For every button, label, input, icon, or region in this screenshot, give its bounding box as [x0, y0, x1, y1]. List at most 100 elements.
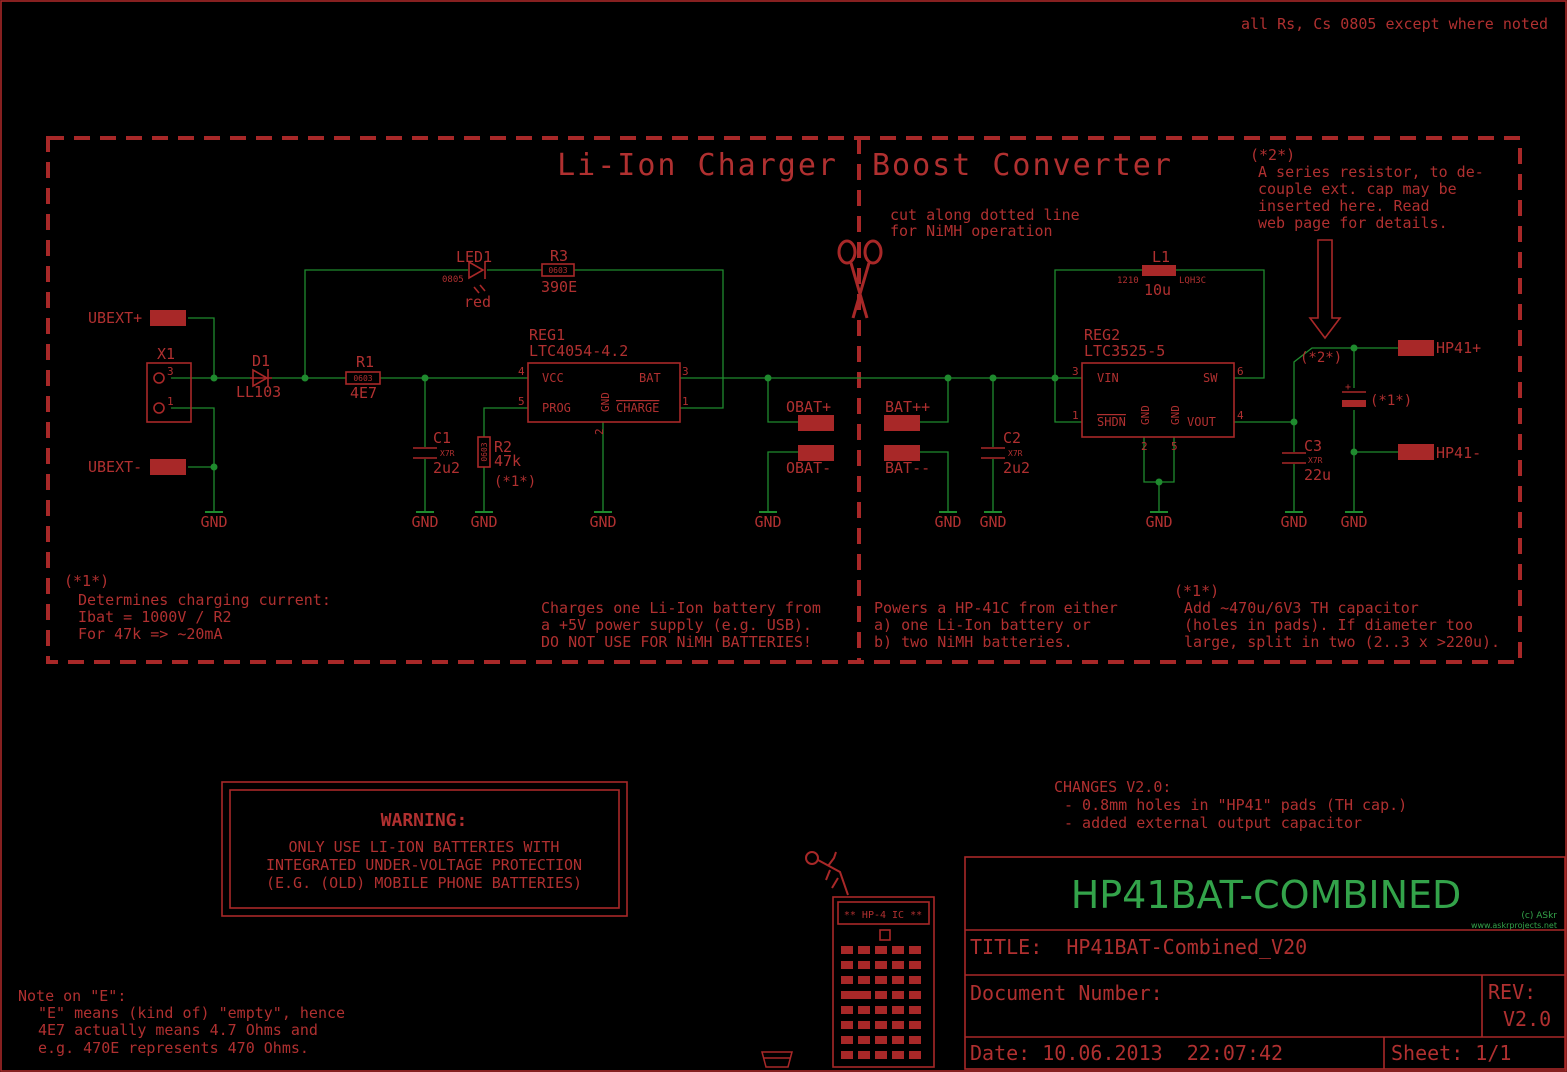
svg-text:e.g. 470E represents 470 Ohms.: e.g. 470E represents 470 Ohms. [38, 1039, 309, 1057]
calculator-key [892, 1036, 904, 1044]
bucket-icon [761, 1051, 793, 1068]
gnd-symbol: GND [200, 511, 228, 531]
calculator-key [858, 961, 870, 969]
svg-text:L1: L1 [1152, 248, 1170, 266]
calculator-key [875, 1036, 887, 1044]
calculator-key [858, 1051, 870, 1059]
calculator-key [892, 976, 904, 984]
svg-text:0805: 0805 [442, 275, 464, 285]
svg-text:LTC4054-4.2: LTC4054-4.2 [529, 342, 628, 360]
svg-text:C2: C2 [1003, 429, 1021, 447]
svg-text:VIN: VIN [1097, 371, 1119, 385]
svg-text:LED1: LED1 [456, 248, 492, 266]
date-field: Date: 10.06.2013 22:07:42 [970, 1041, 1283, 1065]
svg-text:INTEGRATED UNDER-VOLTAGE PROTE: INTEGRATED UNDER-VOLTAGE PROTECTION [266, 856, 582, 874]
series-note-ref: (*2*) [1250, 146, 1295, 164]
boost-title: Boost Converter [872, 148, 1173, 183]
svg-text:3: 3 [167, 365, 174, 378]
svg-text:LTC3525-5: LTC3525-5 [1084, 342, 1165, 360]
svg-text:Powers a HP-41C from either: Powers a HP-41C from either [874, 599, 1118, 617]
svg-text:1: 1 [167, 395, 174, 408]
svg-text:X7R: X7R [1008, 449, 1023, 458]
connector-x1: X1 3 1 [146, 345, 192, 423]
pad-obat-minus [798, 445, 834, 461]
calculator-key [875, 946, 887, 954]
svg-text:1: 1 [1072, 409, 1079, 422]
svg-text:VOUT: VOUT [1187, 415, 1216, 429]
svg-text:0603: 0603 [480, 442, 489, 461]
svg-text:2u2: 2u2 [433, 459, 460, 477]
calculator-key [875, 991, 887, 999]
inductor-l1: L1 1210 LQH3C 10u [1117, 248, 1206, 299]
arrow-down-icon [1308, 239, 1342, 340]
svg-text:Add ~470u/6V3 TH capacitor: Add ~470u/6V3 TH capacitor [1184, 599, 1419, 617]
calculator-key [841, 1021, 853, 1029]
calculator-key [841, 946, 853, 954]
project-name: HP41BAT-COMBINED [1071, 873, 1462, 917]
calculator-key [841, 991, 871, 999]
svg-text:CHARGE: CHARGE [616, 401, 659, 415]
svg-text:X1: X1 [157, 345, 175, 363]
calculator-key [841, 976, 853, 984]
ic-reg1: REG1 LTC4054-4.2 VCC PROG BAT CHARGE GND… [518, 326, 689, 435]
pad-hp41-plus [1398, 340, 1434, 356]
svg-text:4E7: 4E7 [350, 384, 377, 402]
svg-text:LQH3C: LQH3C [1179, 276, 1206, 286]
svg-text:BAT: BAT [639, 371, 661, 385]
svg-text:R1: R1 [356, 353, 374, 371]
calculator-key [858, 1006, 870, 1014]
svg-text:For 47k => ~20mA: For 47k => ~20mA [78, 625, 223, 643]
pad-ubext-plus [150, 310, 186, 326]
changes-note: CHANGES V2.0: - 0.8mm holes in "HP41" pa… [1054, 778, 1407, 832]
svg-text:- 0.8mm holes in "HP41" pads (: - 0.8mm holes in "HP41" pads (TH cap.) [1064, 796, 1407, 814]
svg-text:+: + [1345, 382, 1351, 393]
gnd-symbol: GND [754, 511, 782, 531]
gnd-label: GND [470, 513, 497, 531]
svg-text:R3: R3 [550, 247, 568, 265]
gnd-symbol: GND [979, 511, 1007, 531]
calculator-key [909, 976, 921, 984]
pad-ubext-plus-label: UBEXT+ [88, 309, 142, 327]
calculator-key [875, 1051, 887, 1059]
calculator-key [909, 1021, 921, 1029]
pad-ubext-minus-label: UBEXT- [88, 458, 142, 476]
capacitor-c2: C2 X7R 2u2 [981, 429, 1030, 477]
boost-description: Powers a HP-41C from either a) one Li-Io… [874, 599, 1118, 651]
svg-text:3: 3 [682, 365, 689, 378]
pad-bat-minus-label: BAT-- [885, 459, 930, 477]
sheet-field: Sheet: 1/1 [1391, 1041, 1511, 1065]
svg-text:ONLY USE LI-ION BATTERIES WITH: ONLY USE LI-ION BATTERIES WITH [289, 838, 560, 856]
gnd-symbol: GND [934, 511, 962, 531]
pad-obat-minus-label: OBAT- [786, 459, 831, 477]
svg-text:C3: C3 [1304, 437, 1322, 455]
pad-hp41-plus-label: HP41+ [1436, 339, 1481, 357]
cut-note-line1: cut along dotted line [890, 206, 1080, 224]
pad-ubext-minus [150, 459, 186, 475]
svg-text:GND: GND [1169, 405, 1182, 425]
cut-note-line2: for NiMH operation [890, 222, 1053, 240]
series-note-line3: inserted here. Read [1258, 197, 1430, 215]
capacitor-electrolytic: + (*1*) [1342, 382, 1412, 409]
svg-text:4: 4 [518, 365, 525, 378]
pad-hp41-minus-label: HP41- [1436, 444, 1481, 462]
svg-text:22u: 22u [1304, 466, 1331, 484]
calculator-key [875, 1021, 887, 1029]
charger-title: Li-Ion Charger [557, 148, 838, 183]
calculator-key [875, 1006, 887, 1014]
gnd-label: GND [1145, 513, 1172, 531]
junctions [210, 344, 1358, 486]
svg-text:X7R: X7R [1308, 456, 1323, 465]
calculator-key [892, 991, 904, 999]
svg-text:(E.G. (OLD) MOBILE PHONE BATTE: (E.G. (OLD) MOBILE PHONE BATTERIES) [266, 874, 582, 892]
led-led1: LED1 0805 red [442, 248, 492, 311]
svg-text:(*1*): (*1*) [494, 474, 536, 490]
series-note-line1: A series resistor, to de- [1258, 163, 1484, 181]
svg-text:4E7 actually means 4.7 Ohms an: 4E7 actually means 4.7 Ohms and [38, 1021, 318, 1039]
gnd-symbol: GND [589, 511, 617, 531]
svg-text:Ibat = 1000V / R2: Ibat = 1000V / R2 [78, 608, 232, 626]
gnd-label: GND [589, 513, 616, 531]
svg-text:47k: 47k [494, 452, 521, 470]
calculator-key [909, 961, 921, 969]
pad-obat-plus-label: OBAT+ [786, 398, 831, 416]
